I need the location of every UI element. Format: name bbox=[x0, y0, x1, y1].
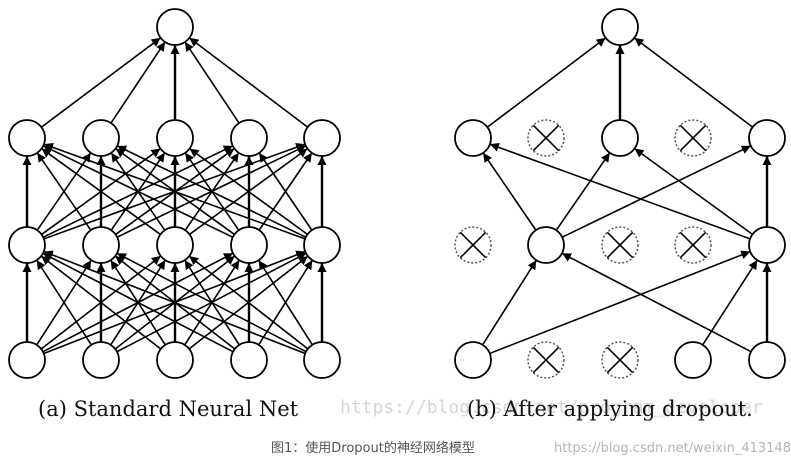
connection-arrow bbox=[43, 142, 306, 240]
connection-arrow bbox=[36, 259, 92, 346]
neuron-node bbox=[303, 341, 341, 379]
caption-standard-net: (a) Standard Neural Net bbox=[38, 397, 299, 421]
neuron-node bbox=[748, 341, 786, 379]
connection-arrow bbox=[188, 37, 309, 128]
dropped-neuron-icon bbox=[674, 119, 712, 157]
neuron-node bbox=[303, 119, 341, 157]
connection-arrow bbox=[42, 145, 234, 238]
connection-arrow bbox=[110, 41, 166, 124]
neuron-node bbox=[601, 8, 639, 46]
neuron-node bbox=[601, 119, 639, 157]
neuron-node bbox=[230, 341, 268, 379]
neuron-node bbox=[454, 341, 492, 379]
neuron-node bbox=[8, 119, 46, 157]
connection-arrow bbox=[482, 152, 537, 231]
neuron-node bbox=[156, 8, 194, 46]
neuron-node bbox=[748, 119, 786, 157]
connection-arrow bbox=[258, 152, 313, 231]
neuron-node bbox=[674, 341, 712, 379]
connection-arrow bbox=[257, 259, 314, 346]
connection-arrow bbox=[184, 41, 240, 124]
connection-arrow bbox=[486, 37, 607, 128]
neuron-node bbox=[156, 226, 194, 264]
connection-arrow bbox=[40, 37, 162, 128]
connection-arrow bbox=[561, 145, 752, 238]
neuron-node bbox=[156, 119, 194, 157]
connection-arrow bbox=[116, 252, 307, 353]
connection-arrow bbox=[189, 147, 308, 236]
neuron-node bbox=[748, 226, 786, 264]
neuron-node bbox=[8, 341, 46, 379]
neuron-node bbox=[230, 119, 268, 157]
dropped-neuron-icon bbox=[454, 226, 492, 264]
connection-arrow bbox=[489, 143, 751, 240]
connection-arrow bbox=[634, 147, 753, 236]
figure-url: https://blog.csdn.net/weixin_41314888 bbox=[554, 441, 791, 456]
connection-arrow bbox=[36, 152, 92, 231]
neuron-node bbox=[82, 341, 120, 379]
neuron-node bbox=[156, 341, 194, 379]
standard-network bbox=[8, 8, 341, 379]
connection-arrow bbox=[116, 145, 307, 238]
connection-arrow bbox=[481, 259, 538, 346]
watermark-text: https://blog.csdn.net/program_developer bbox=[340, 397, 763, 418]
neuron-node bbox=[8, 226, 46, 264]
dropped-neuron-icon bbox=[527, 341, 565, 379]
connection-arrow bbox=[41, 147, 161, 236]
neuron-node bbox=[527, 226, 565, 264]
connection-arrow bbox=[43, 250, 306, 355]
neuron-node bbox=[82, 226, 120, 264]
neuron-node bbox=[230, 226, 268, 264]
connection-arrow bbox=[702, 259, 758, 346]
connection-arrow bbox=[42, 252, 234, 353]
connection-arrow bbox=[40, 255, 162, 350]
connection-arrow bbox=[633, 37, 754, 128]
dropped-neuron-icon bbox=[527, 119, 565, 157]
dropped-neuron-icon bbox=[601, 341, 639, 379]
neuron-node bbox=[82, 119, 120, 157]
neuron-node bbox=[454, 119, 492, 157]
connection-arrow bbox=[188, 255, 309, 350]
connection-arrow bbox=[489, 250, 751, 355]
connection-arrow bbox=[555, 152, 611, 231]
neuron-node bbox=[303, 226, 341, 264]
dropped-neuron-icon bbox=[674, 226, 712, 264]
caption-dropout-net: (b) After applying dropout. bbox=[467, 397, 753, 421]
connection-arrow bbox=[561, 252, 752, 353]
dropped-neuron-icon bbox=[601, 226, 639, 264]
dropout-network bbox=[454, 8, 786, 379]
figure-caption: 图1：使用Dropout的神经网络模型 bbox=[271, 440, 475, 456]
